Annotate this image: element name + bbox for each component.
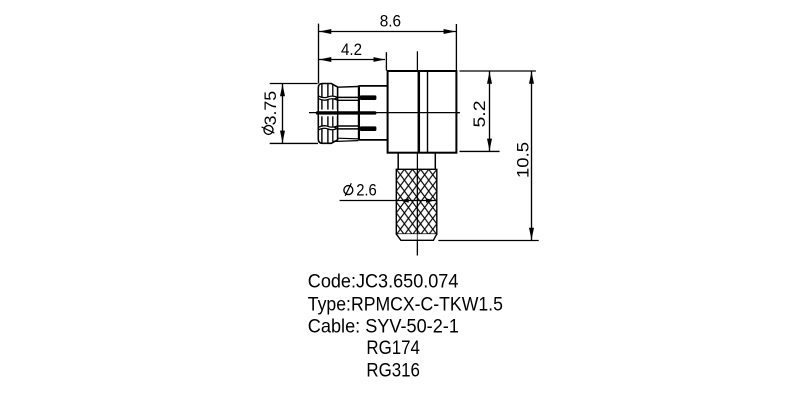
svg-text:8.6: 8.6 — [380, 11, 401, 30]
svg-text:5.2: 5.2 — [470, 101, 489, 128]
svg-text:4.2: 4.2 — [341, 40, 362, 59]
svg-text:RG174: RG174 — [366, 338, 420, 359]
svg-text:Code:JC3.650.074: Code:JC3.650.074 — [308, 272, 459, 293]
svg-text:10.5: 10.5 — [513, 142, 532, 178]
svg-text:2.6: 2.6 — [356, 180, 377, 199]
svg-text:3.75: 3.75 — [261, 91, 280, 126]
svg-text:Type:RPMCX-C-TKW1.5: Type:RPMCX-C-TKW1.5 — [308, 294, 503, 315]
svg-text:RG316: RG316 — [366, 360, 420, 381]
svg-text:Cable: SYV-50-2-1: Cable: SYV-50-2-1 — [308, 316, 459, 337]
